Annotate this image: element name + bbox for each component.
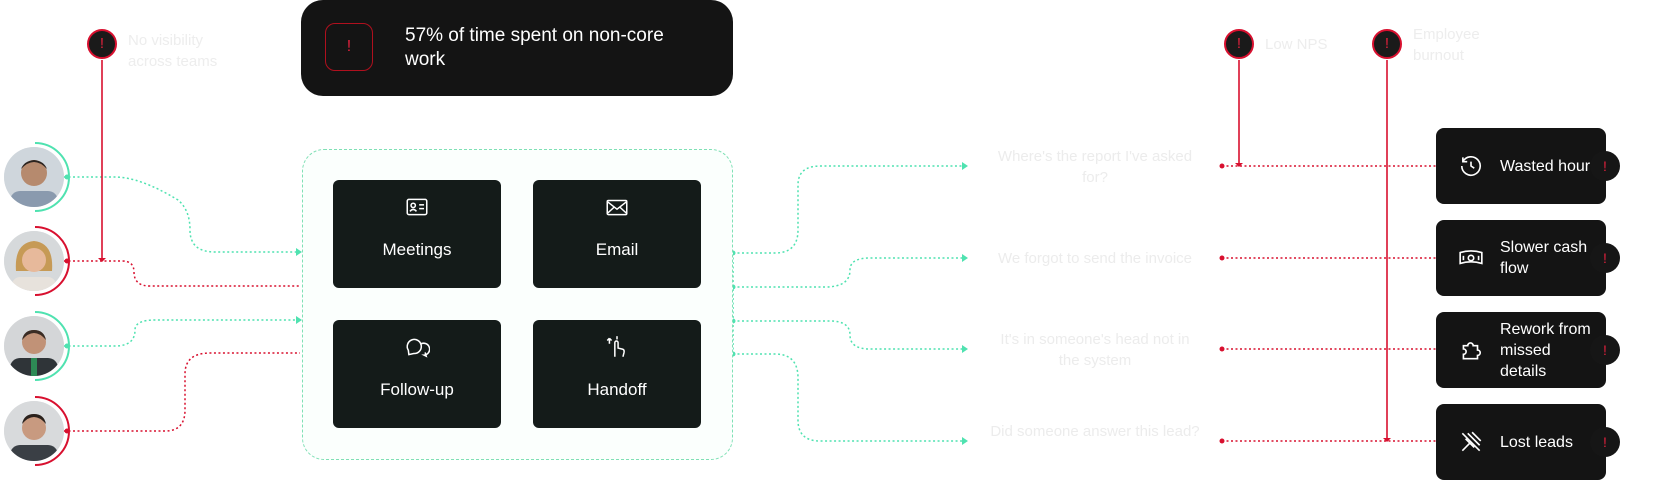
channel-tile-email: Email [533, 180, 701, 288]
question-text: Did someone answer this lead? [990, 423, 1200, 440]
avatar [4, 401, 64, 461]
connector-avatar-3 [64, 319, 300, 347]
avatar [4, 147, 64, 207]
channel-tile-follow-up: Follow-up [333, 320, 501, 428]
connector-q1 [733, 165, 966, 254]
warning-icon: ! [1372, 29, 1402, 59]
hand-touch-icon [533, 334, 701, 364]
outcome-label: Lost leads [1500, 433, 1573, 451]
avatar [4, 316, 64, 376]
warning-badge: ! [1590, 151, 1620, 181]
connector-q2 [733, 257, 966, 288]
warning-label: No visibility across teams [128, 32, 218, 70]
channel-label: Email [595, 240, 639, 259]
connector-avatar-4 [64, 352, 300, 432]
contact-card-icon [333, 194, 501, 224]
warning-icon: ! [1224, 29, 1254, 59]
outcome-label: Rework from missed details [1500, 320, 1591, 380]
connector-avatar-1 [64, 176, 300, 253]
outcome-card-lost-leads: Lost leads ! [1436, 404, 1620, 480]
headline-banner: ! 57% of time spent on non-core work [301, 0, 733, 96]
warning-badge: ! [1590, 427, 1620, 457]
outcome-card-wasted-hours: Wasted hours ! [1436, 128, 1620, 204]
outcome-label: Slower cash flow [1500, 239, 1588, 277]
avatar [4, 231, 64, 291]
question-text: It's in someone's head not in the system [1000, 331, 1190, 369]
connector-q4 [733, 353, 966, 442]
puzzle-icon [1456, 312, 1486, 388]
warning-badge: ! [1590, 335, 1620, 365]
connector-q3 [733, 320, 966, 350]
outcome-card-slower-cash-flow: Slower cash flow ! [1436, 220, 1620, 296]
question-text: Where's the report I've asked for? [997, 148, 1193, 186]
chat-bubbles-icon [333, 334, 501, 364]
channel-label: Meetings [382, 240, 452, 259]
banner-text: 57% of time spent on non-core work [405, 25, 664, 70]
warning-badge: ! [1590, 243, 1620, 273]
channel-label: Handoff [587, 380, 647, 399]
pin-off-icon [1456, 404, 1486, 480]
warning-icon: ! [325, 23, 373, 71]
question-text: We forgot to send the invoice [997, 250, 1192, 267]
outcome-card-rework: Rework from missed details ! [1436, 312, 1620, 388]
cash-icon [1456, 220, 1486, 296]
channel-tile-meetings: Meetings [333, 180, 501, 288]
warning-icon: ! [87, 29, 117, 59]
connector-avatar-2 [64, 260, 300, 287]
warning-label: Low NPS [1265, 36, 1328, 53]
channel-tile-handoff: Handoff [533, 320, 701, 428]
clock-rewind-icon [1456, 128, 1486, 204]
outcome-label: Wasted hours [1500, 157, 1599, 175]
warning-label: Employee burnout [1413, 26, 1480, 64]
envelope-icon [533, 194, 701, 224]
channel-label: Follow-up [380, 380, 454, 399]
